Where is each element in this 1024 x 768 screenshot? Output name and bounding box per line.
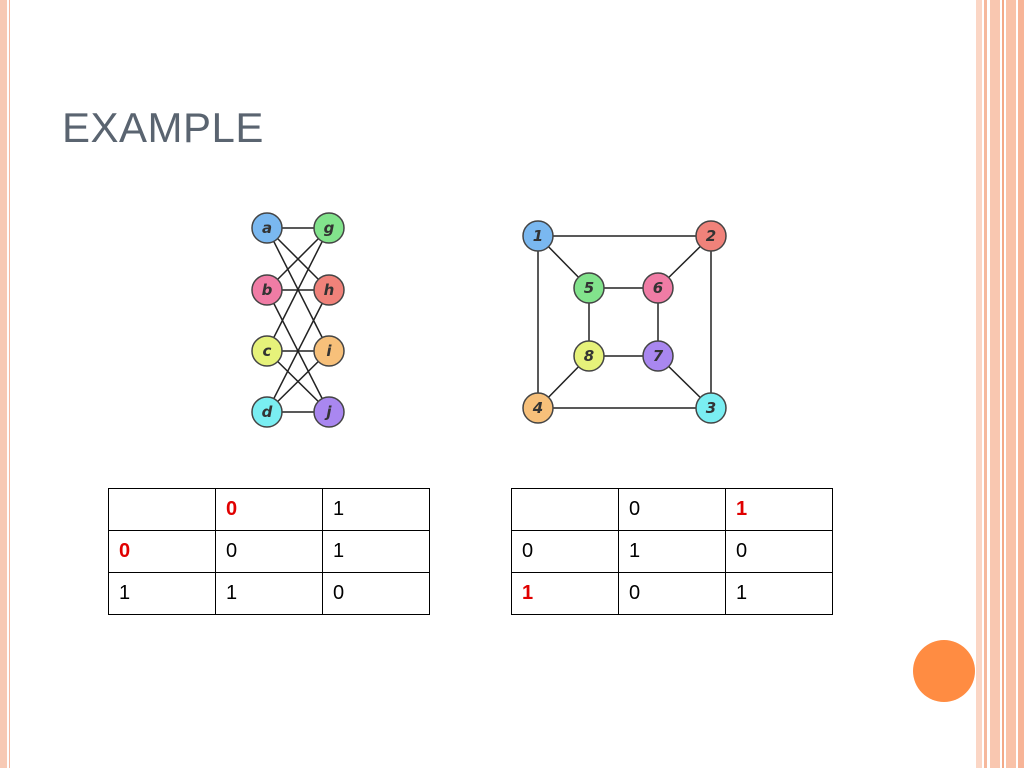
node-h: h bbox=[313, 274, 345, 306]
node-circle bbox=[313, 335, 345, 367]
table-cell: 1 bbox=[322, 530, 430, 573]
node-circle bbox=[642, 340, 674, 372]
node-label: b bbox=[262, 281, 273, 299]
node-circle bbox=[251, 396, 283, 428]
node-circle bbox=[313, 212, 345, 244]
node-circle bbox=[642, 272, 674, 304]
node-label: d bbox=[262, 403, 273, 421]
stripe bbox=[990, 0, 1000, 768]
stripe bbox=[1018, 0, 1024, 768]
table-cell: 1 bbox=[725, 572, 833, 615]
node-b: b bbox=[251, 274, 283, 306]
table-cell: 1 bbox=[108, 572, 216, 615]
node-circle bbox=[313, 274, 345, 306]
table-cell: 0 bbox=[215, 530, 323, 573]
node-d: d bbox=[251, 396, 283, 428]
node-circle bbox=[251, 335, 283, 367]
node-label: 2 bbox=[706, 227, 716, 245]
stripe bbox=[976, 0, 982, 768]
node-label: 8 bbox=[584, 347, 594, 365]
node-a: a bbox=[251, 212, 283, 244]
node-circle bbox=[695, 220, 727, 252]
node-i: i bbox=[313, 335, 345, 367]
node-label: 3 bbox=[706, 399, 716, 417]
table-cell: 1 bbox=[322, 488, 430, 531]
stripe bbox=[1002, 0, 1004, 768]
node-label: 6 bbox=[653, 279, 663, 297]
stripe bbox=[984, 0, 987, 768]
node-8: 8 bbox=[573, 340, 605, 372]
stripe bbox=[1006, 0, 1016, 768]
node-label: 4 bbox=[532, 399, 543, 417]
node-j: j bbox=[313, 396, 345, 428]
table-cell: 1 bbox=[725, 488, 833, 531]
node-label: j bbox=[324, 403, 332, 421]
table-cell: 0 bbox=[618, 488, 726, 531]
edge-c-g bbox=[266, 227, 330, 352]
node-g: g bbox=[313, 212, 345, 244]
table-cell: 0 bbox=[725, 530, 833, 573]
node-label: g bbox=[324, 219, 335, 237]
cube-graph: 1 2 3 4 5 6 7 8 bbox=[522, 220, 727, 424]
slide-title: EXAMPLE bbox=[62, 104, 264, 151]
orange-circle-decoration bbox=[913, 640, 975, 702]
node-circle bbox=[522, 220, 554, 252]
right-stripes-decoration bbox=[976, 0, 1024, 768]
table-cell: 0 bbox=[618, 572, 726, 615]
node-circle bbox=[695, 392, 727, 424]
table-cell: 1 bbox=[215, 572, 323, 615]
table-cell: 0 bbox=[511, 530, 619, 573]
left-border-decoration bbox=[0, 0, 7, 768]
node-2: 2 bbox=[695, 220, 727, 252]
node-circle bbox=[251, 212, 283, 244]
node-label: 7 bbox=[653, 347, 664, 365]
node-label: h bbox=[324, 281, 335, 299]
table-cell: 1 bbox=[511, 572, 619, 615]
node-label: 1 bbox=[533, 227, 543, 245]
node-label: c bbox=[263, 342, 272, 360]
node-circle bbox=[313, 396, 345, 428]
table-cell: 0 bbox=[322, 572, 430, 615]
node-c: c bbox=[251, 335, 283, 367]
table-cell bbox=[108, 488, 216, 531]
bipartite-graph: a b c d g h i j bbox=[251, 212, 345, 428]
table-cell: 0 bbox=[108, 530, 216, 573]
node-4: 4 bbox=[522, 392, 554, 424]
node-5: 5 bbox=[573, 272, 605, 304]
node-circle bbox=[573, 272, 605, 304]
node-1: 1 bbox=[522, 220, 554, 252]
node-3: 3 bbox=[695, 392, 727, 424]
node-circle bbox=[522, 392, 554, 424]
node-circle bbox=[573, 340, 605, 372]
left-border-line bbox=[9, 0, 10, 768]
edge-d-h bbox=[266, 289, 330, 413]
node-7: 7 bbox=[642, 340, 674, 372]
node-label: 5 bbox=[584, 279, 594, 297]
node-label: i bbox=[326, 342, 332, 360]
node-label: a bbox=[262, 219, 272, 237]
node-circle bbox=[251, 274, 283, 306]
table-cell: 1 bbox=[618, 530, 726, 573]
table-cell bbox=[511, 488, 619, 531]
node-6: 6 bbox=[642, 272, 674, 304]
table-cell: 0 bbox=[215, 488, 323, 531]
